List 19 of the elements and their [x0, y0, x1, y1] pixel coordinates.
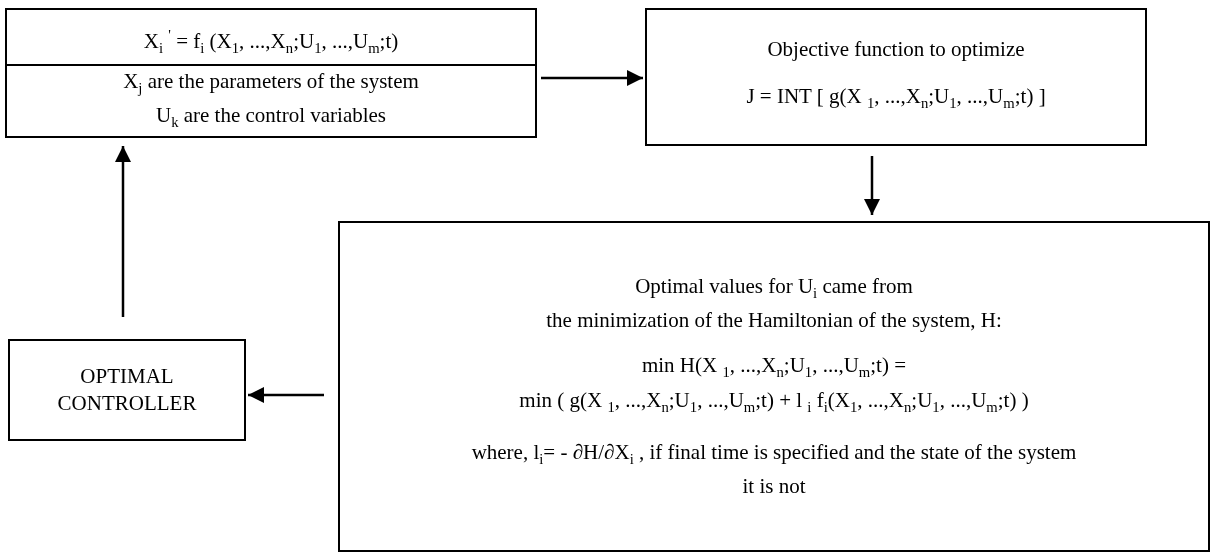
box-text: Objective function to optimize	[767, 36, 1025, 64]
box-text: min H(X $_{1}$, ...,X$_{n}$;U$_{1}$, ...,U$_{m}$;t) =	[641, 352, 907, 383]
arrow	[864, 156, 880, 215]
controller-box	[8, 339, 246, 441]
box-text: Optimal values for U$_{i}$ came from	[635, 273, 913, 304]
box-text: J = INT [ g(X $_{1}$, ...,X$_{n}$;U$_{1}$, ...,U$_{m}$;t) ]	[746, 83, 1046, 114]
hamiltonian-box	[338, 221, 1210, 552]
box-text: X$_{j}$ are the parameters of the system	[123, 68, 419, 99]
objective-box	[645, 8, 1147, 146]
box-text: where, l$_{i}$= - ∂H/∂X$_{i}$ , if final time is specified and the state of the system it is not	[470, 438, 1078, 500]
arrow	[248, 387, 324, 403]
arrow	[115, 146, 131, 317]
equation-text: X$_{i}$ $^{'}$ = f$_{i}$ (X$_{1}$, ...,X$_{n}$;U$_{1}$, ...,U$_{m}$;t)	[7, 10, 535, 67]
equation-box	[5, 8, 537, 138]
box-text: U$_{k}$ are the control variables	[155, 102, 387, 133]
box-text: OPTIMAL CONTROLLER	[56, 363, 198, 417]
box-text: min ( g(X $_{1}$, ...,X$_{n}$;U$_{1}$, ...,U$_{m}$;t) + l $_{i}$ f$_{i}$(X$_{1}$, ...,X$_{n}$;U$_{1}$, ...,U$_{m}$;t) )	[519, 386, 1029, 417]
box-text: the minimization of the Hamiltonian of the system, H:	[546, 307, 1002, 335]
arrow	[541, 70, 643, 86]
